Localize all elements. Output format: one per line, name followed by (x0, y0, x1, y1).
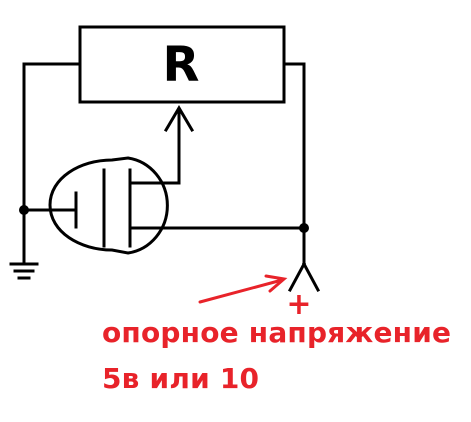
right-wire (282, 62, 306, 266)
resistor-label: R (163, 37, 200, 93)
wiper-arrowhead (163, 105, 195, 133)
polarity-plus-mark: + (286, 287, 311, 322)
reference-voltage-caption: опорное напряжение (102, 316, 452, 349)
tube-envelope (48, 156, 169, 255)
ground-icon (9, 262, 39, 280)
left-wire (22, 62, 82, 266)
red-pointer-arrow-icon (198, 274, 288, 304)
voltage-options-caption: 5в или 10 (102, 362, 260, 395)
input-terminal-icon (287, 226, 321, 293)
